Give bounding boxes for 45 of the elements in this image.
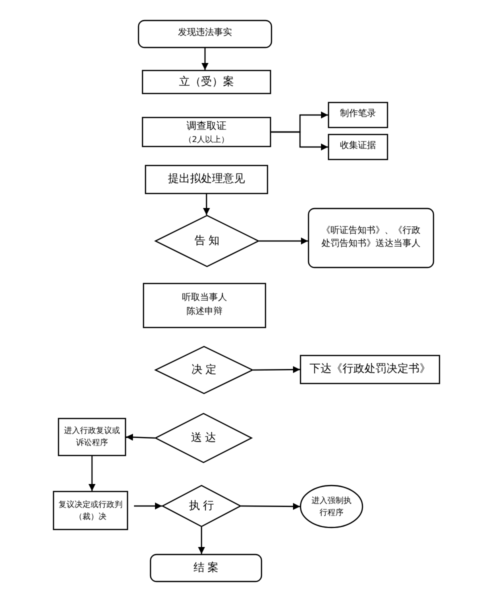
node-label: 提出拟处理意见: [168, 171, 245, 188]
node-label: 调查取证: [186, 120, 226, 134]
node-label: 发现违法事实: [178, 27, 232, 40]
process-box: [328, 134, 388, 160]
node-label: 立（受）案: [179, 74, 234, 90]
process-box: [300, 355, 440, 384]
decision-diamond: [155, 413, 252, 463]
decision-diamond: [162, 485, 241, 527]
arrow: [88, 456, 96, 491]
process-box: [143, 283, 266, 328]
process-ellipse: [300, 485, 363, 528]
arrow: [202, 48, 208, 70]
node-label: 《听证告知书》、《行政处罚告知书》送达当事人: [320, 224, 422, 251]
process-box: [145, 165, 268, 194]
process-box: [328, 102, 388, 128]
node-label: 执 行: [188, 498, 214, 514]
decision-diamond: [155, 215, 259, 267]
rounded-box: [308, 208, 434, 268]
rounded-box: [150, 554, 262, 582]
arrow: [253, 366, 300, 374]
node-label: 进入强制执行程序: [310, 494, 352, 518]
node-label: 送 达: [190, 430, 216, 446]
rounded-box: [138, 20, 272, 48]
node-label: 听取当事人陈述申辩: [181, 292, 228, 318]
process-box: [58, 418, 126, 456]
arrow: [203, 194, 210, 215]
decision-diamond: [155, 346, 253, 394]
node-label: 进入行政复议或诉讼程序: [63, 425, 121, 449]
arrow: [259, 238, 308, 244]
process-box: [53, 491, 128, 530]
arrow: [134, 502, 162, 510]
node-label: 收集证据: [340, 140, 376, 154]
process-box: [142, 117, 271, 147]
arrow: [126, 434, 156, 441]
node-label: 告 知: [194, 232, 220, 249]
arrow: [241, 502, 300, 510]
process-box: [142, 70, 271, 94]
node-label: 决 定: [191, 362, 217, 378]
arrow: [198, 527, 205, 554]
arrow: [271, 131, 328, 150]
node-label: 制作笔录: [340, 108, 376, 122]
node-label: 复议决定或行政判（裁）决: [58, 498, 124, 522]
node-label: 结 案: [193, 560, 219, 576]
node-label: 下达《行政处罚决定书》: [310, 361, 430, 378]
node-note: （2人以上）: [184, 134, 230, 146]
